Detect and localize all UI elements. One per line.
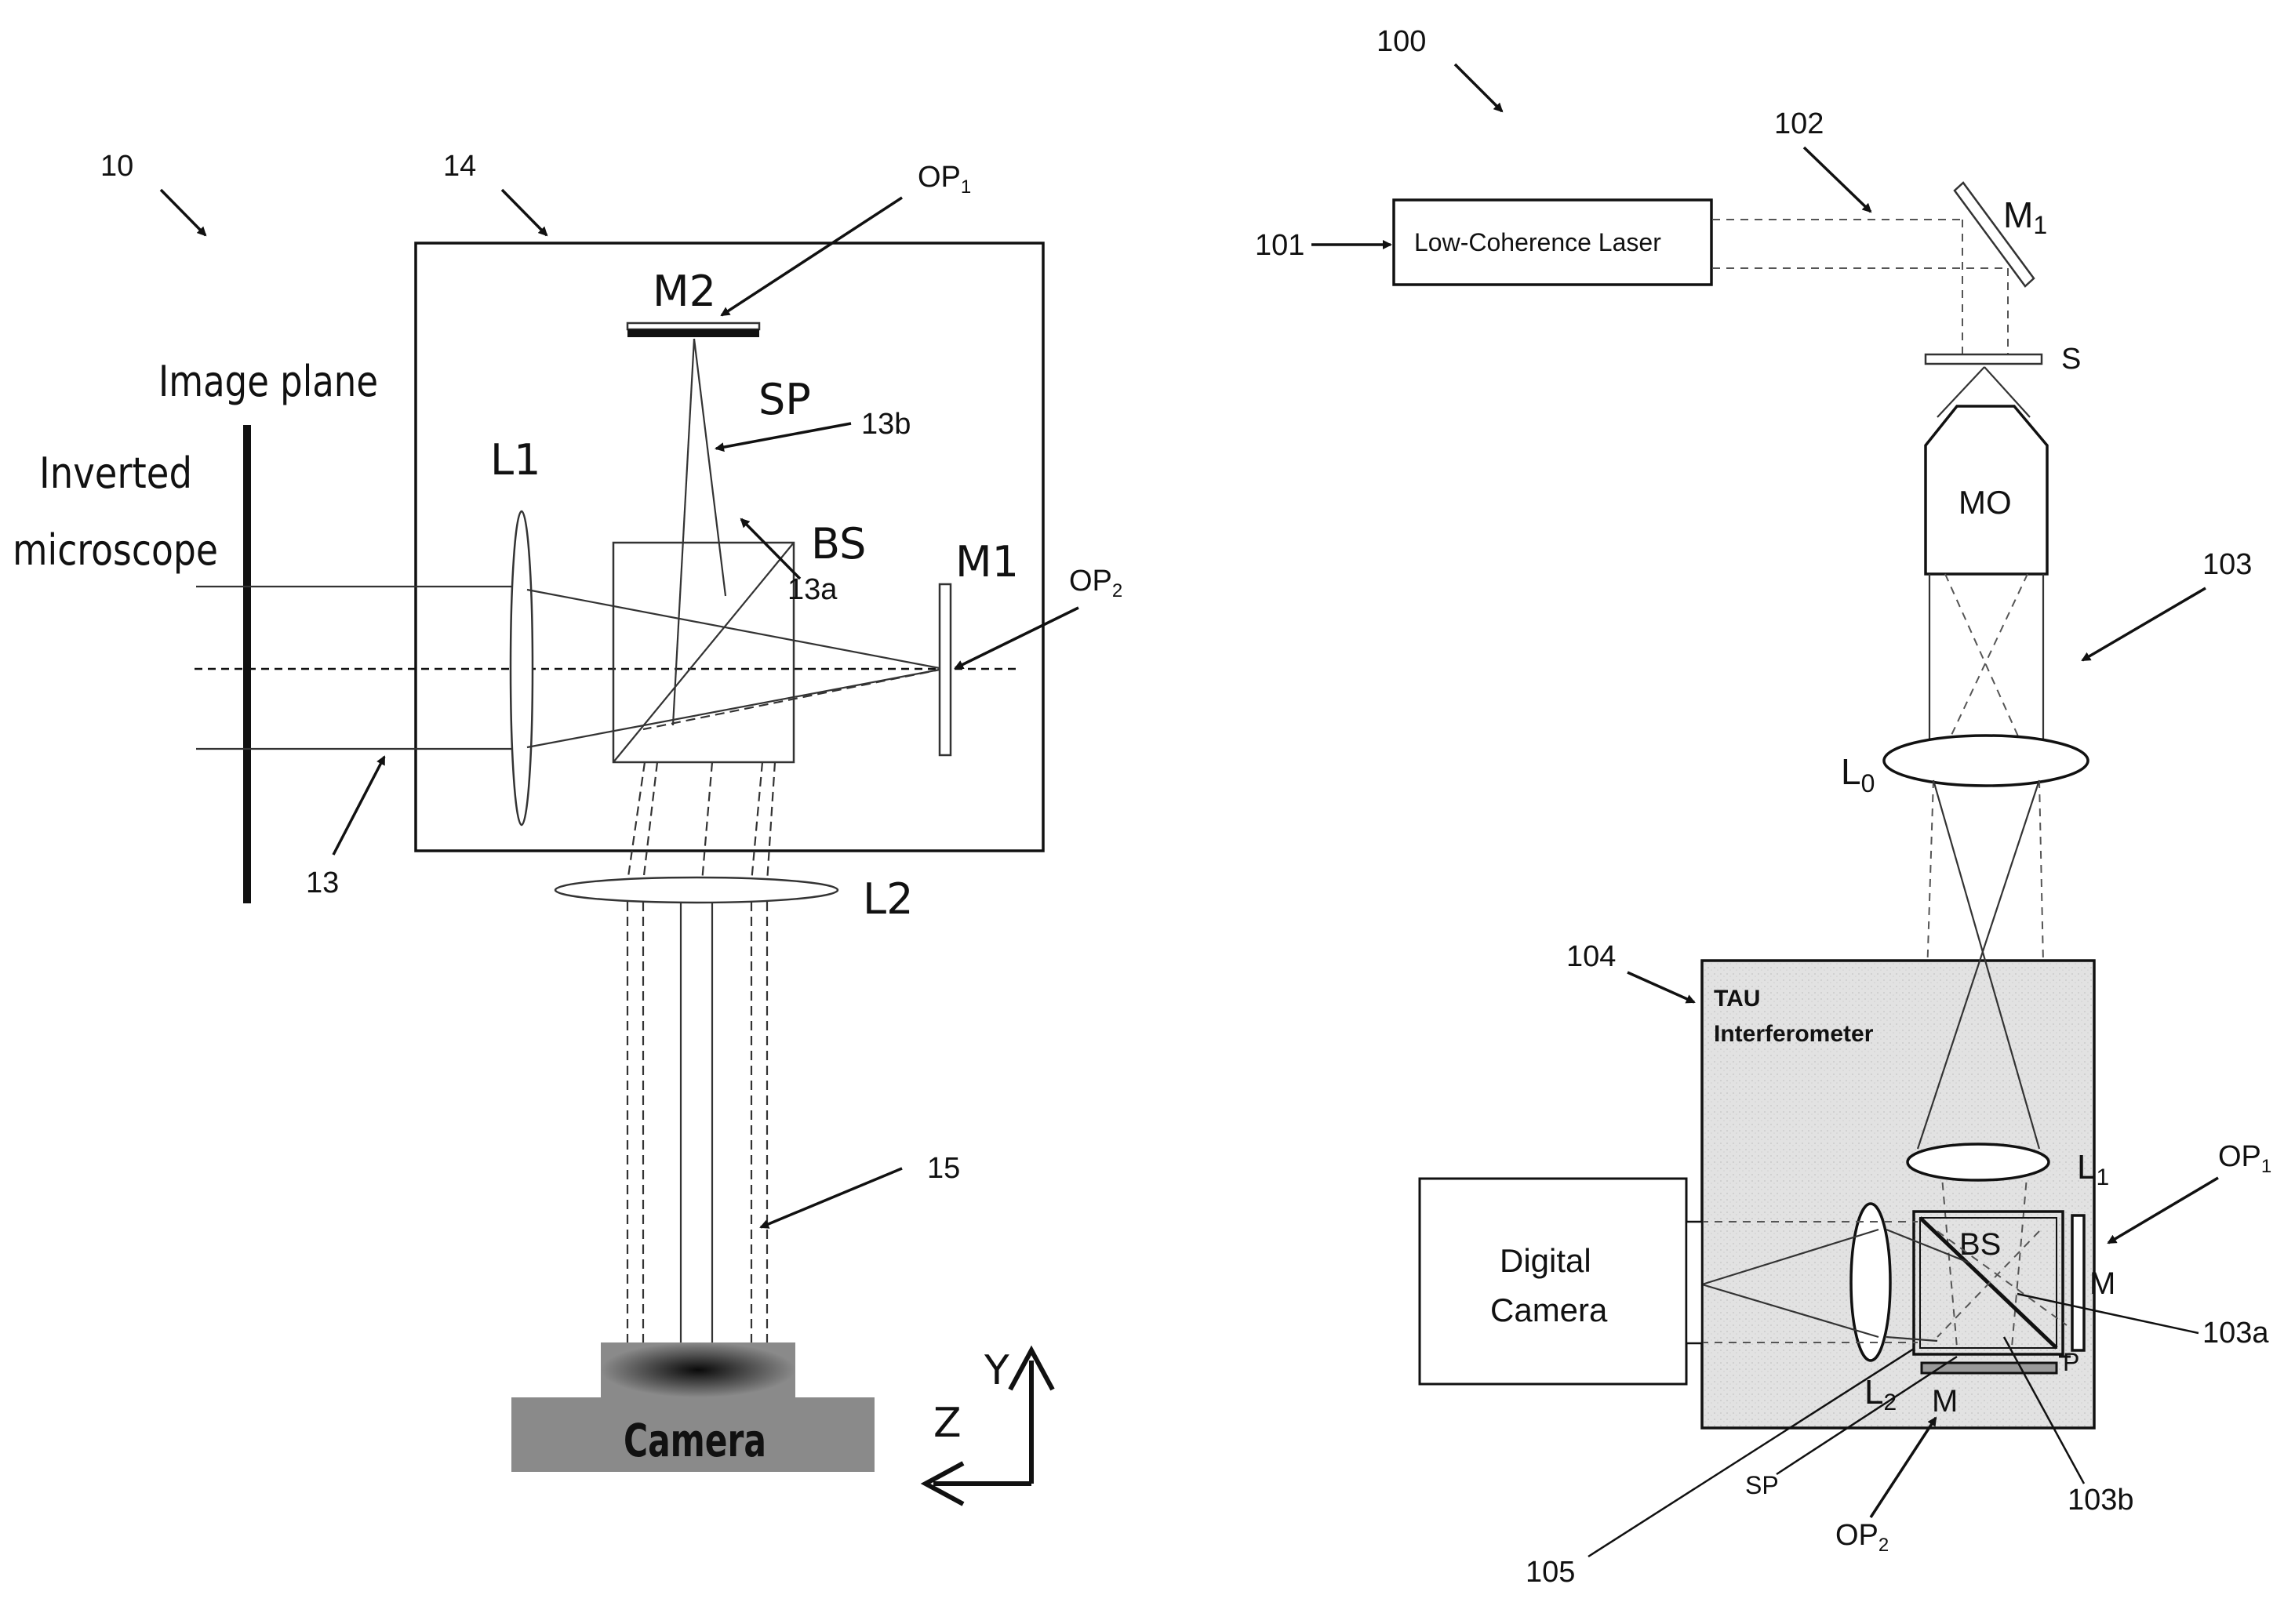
sample-s	[1926, 354, 2042, 364]
mo-cross-1	[1945, 574, 2022, 745]
mirror-m-right	[2072, 1215, 2084, 1350]
sp-label: SP	[758, 375, 811, 424]
out-beam-2	[643, 762, 657, 882]
camera-right-label: Camera	[1490, 1292, 1608, 1328]
bs-label: BS	[811, 519, 866, 569]
op2-right-arrow	[1871, 1418, 1936, 1517]
ray-l1-top-to-m1	[527, 590, 944, 669]
ref-104-label: 104	[1566, 940, 1616, 973]
m1-label: M1	[955, 537, 1019, 587]
ref-102-arrow	[1804, 147, 1871, 212]
op1-label: OP1	[918, 161, 971, 198]
left-setup: 10 14 Image plane Inverted microscope L1…	[13, 150, 1122, 1504]
mo-label: MO	[1958, 484, 2012, 521]
ref-101-label: 101	[1255, 229, 1304, 262]
digital-camera-mount	[1686, 1222, 1702, 1343]
tau-label-line2: Interferometer	[1714, 1021, 1874, 1047]
microscope-label: microscope	[13, 525, 218, 575]
mirror-m2-backing	[627, 329, 759, 337]
ref-103-arrow	[2082, 588, 2206, 660]
lens-l1	[511, 511, 533, 825]
op1-right-arrow	[2108, 1178, 2218, 1243]
ref-103-label: 103	[2202, 548, 2252, 581]
ref-14-arrow	[502, 190, 547, 235]
m-bottom-label: M	[1932, 1384, 1958, 1419]
right-setup: 100 Low-Coherence Laser 101 102 M1 S MO	[1255, 25, 2271, 1589]
mirror-m1	[940, 584, 951, 755]
op1-right-label: OP1	[2218, 1140, 2271, 1177]
ref-103a-label: 103a	[2202, 1317, 2269, 1350]
lens-l2-tau	[1851, 1204, 1890, 1361]
ref-100-arrow	[1455, 64, 1502, 111]
camera-label: Camera	[624, 1414, 766, 1467]
ref-14-label: 14	[443, 150, 476, 183]
mo-cross-2	[1947, 574, 2028, 745]
mirror-m2	[627, 323, 759, 329]
m2-label: M2	[653, 267, 716, 316]
sp-right-label: SP	[1745, 1471, 1779, 1499]
l1-label: L1	[490, 435, 540, 485]
l0-label: L0	[1841, 751, 1875, 797]
l1-tau-label: L1	[2077, 1148, 2109, 1190]
tau-label-line1: TAU	[1714, 986, 1760, 1012]
ref-10-label: 10	[100, 150, 133, 183]
inverted-label: Inverted	[39, 449, 192, 498]
ref-103b-label: 103b	[2068, 1484, 2134, 1517]
ref-13b-arrow	[716, 423, 851, 449]
ref-13-arrow	[333, 757, 384, 855]
out-beam-5	[767, 762, 775, 882]
lens-l0	[1884, 736, 2088, 786]
ref-105-label: 105	[1526, 1556, 1575, 1589]
out-beam-3	[702, 762, 712, 882]
camera-sensor	[601, 1342, 795, 1397]
beam-splitter-diagonal	[613, 543, 794, 762]
m-right-label: M	[2089, 1266, 2115, 1301]
ref-102-label: 102	[1774, 107, 1824, 140]
ref-100-label: 100	[1377, 25, 1426, 58]
digital-label: Digital	[1500, 1242, 1591, 1279]
ref-13b-label: 13b	[861, 408, 911, 441]
l2-label: L2	[863, 874, 913, 924]
ref-13a-label: 13a	[787, 573, 838, 606]
bs-tau-label: BS	[1959, 1227, 2001, 1262]
lens-l2	[555, 877, 838, 903]
s-label: S	[2061, 343, 2081, 376]
op2-arrow	[955, 608, 1078, 668]
op2-label: OP2	[1069, 565, 1122, 601]
laser-label: Low-Coherence Laser	[1414, 228, 1661, 256]
mirror-m-bottom	[1922, 1363, 2057, 1373]
lens-l1-tau	[1908, 1144, 2049, 1180]
ref-15-label: 15	[927, 1152, 960, 1185]
digital-camera-box	[1420, 1179, 1686, 1384]
ref-15-arrow	[761, 1168, 902, 1227]
ref-10-arrow	[161, 190, 205, 235]
op1-arrow	[722, 198, 902, 315]
image-plane-label: Image plane	[158, 357, 378, 406]
axis-z-label: Z	[933, 1400, 962, 1447]
out-beam-1	[627, 762, 645, 882]
ref-13-label: 13	[306, 866, 339, 899]
m1-right-label: M1	[2003, 194, 2047, 239]
p-label: P	[2063, 1348, 2079, 1376]
op2-right-label: OP2	[1835, 1519, 1889, 1556]
ray-m2-right	[694, 339, 726, 596]
ref-104-arrow	[1628, 972, 1694, 1002]
out-beam-4	[751, 762, 762, 882]
axis-y-label: Y	[984, 1347, 1009, 1394]
